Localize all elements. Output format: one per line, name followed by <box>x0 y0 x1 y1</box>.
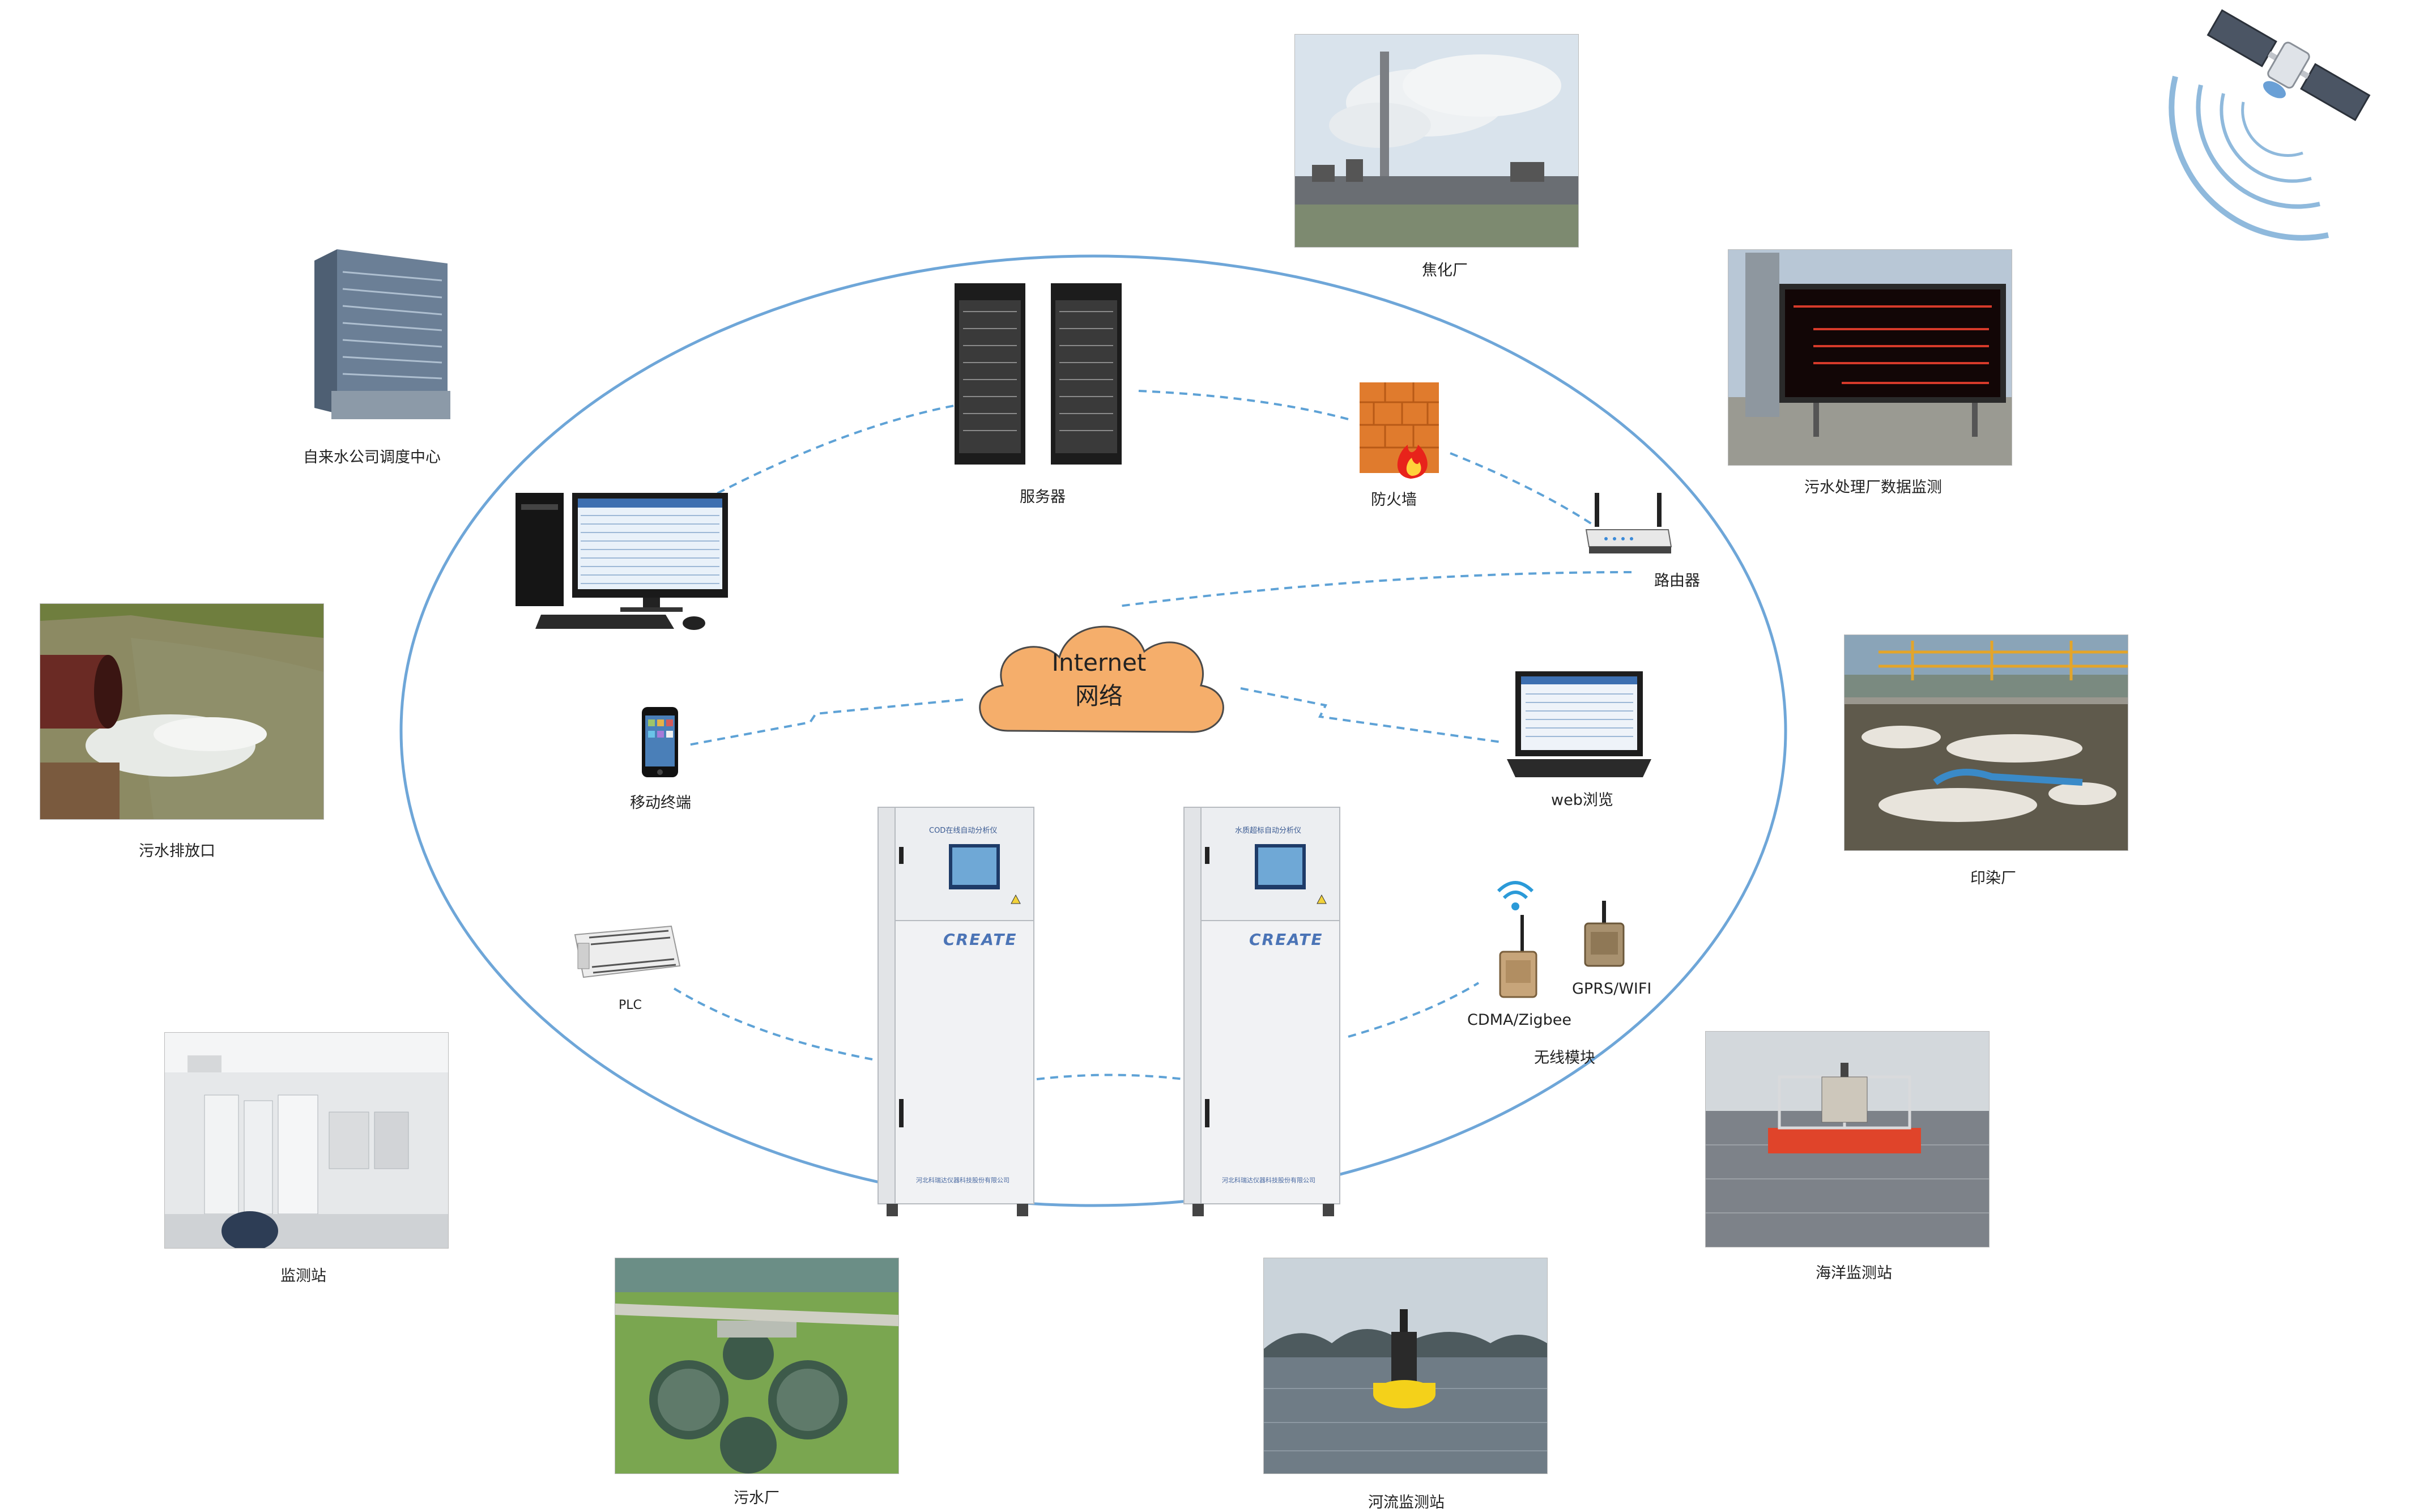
router-icon <box>1583 490 1674 558</box>
label-sewage-data-monitoring: 污水处理厂数据监测 <box>1804 479 1942 496</box>
label-sewage-outfall: 污水排放口 <box>139 842 215 860</box>
cod-analyzer-title: COD在线自动分析仪 <box>929 827 998 835</box>
label-wireless-module: 无线模块 <box>1534 1049 1595 1067</box>
cod-analyzer-cabinet: COD在线自动分析仪 CREATE 河北科瑞达仪器科技股份有限公司 <box>875 804 1037 1218</box>
wifi-signal-icon <box>1493 875 1538 915</box>
laptop-web-icon <box>1504 668 1654 782</box>
ocean-monitoring-station-photo <box>1705 1031 1990 1247</box>
label-dyeing-factory: 印染厂 <box>1970 870 2016 887</box>
cod-analyzer-footer: 河北科瑞达仪器科技股份有限公司 <box>916 1177 1009 1184</box>
label-coking-plant: 焦化厂 <box>1422 262 1468 279</box>
mobile-terminal-icon <box>640 705 680 779</box>
label-mobile-terminal: 移动终端 <box>630 794 691 812</box>
link-analyzer-analyzer <box>1036 1074 1185 1080</box>
plc-icon <box>569 921 683 983</box>
desktop-computer-icon <box>513 487 734 634</box>
link-cloud-laptop <box>1240 687 1502 743</box>
label-ocean-monitoring-station: 海洋监测站 <box>1816 1264 1892 1282</box>
label-firewall: 防火墙 <box>1371 491 1417 509</box>
sewage-plant-aerial-photo <box>615 1258 899 1474</box>
label-router: 路由器 <box>1654 572 1700 590</box>
firewall-icon <box>1357 380 1450 482</box>
dyeing-factory-photo <box>1844 634 2128 851</box>
link-firewall-router <box>1450 452 1593 525</box>
water-quality-analyzer-footer: 河北科瑞达仪器科技股份有限公司 <box>1222 1177 1315 1184</box>
label-gprs-wifi: GPRS/WIFI <box>1572 980 1652 998</box>
cloud-label-network: 网络 <box>1075 682 1123 710</box>
cdma-zigbee-module-icon <box>1496 912 1541 1003</box>
label-plc: PLC <box>619 998 642 1012</box>
sewage-data-board-photo <box>1728 249 2012 466</box>
cloud-icon <box>979 625 1224 733</box>
monitoring-station-photo <box>164 1032 449 1249</box>
label-monitoring-station: 监测站 <box>280 1267 326 1285</box>
network-boundary-ellipse <box>399 254 1787 1207</box>
water-company-building-photo <box>314 238 467 422</box>
river-monitoring-buoy-photo <box>1263 1258 1548 1474</box>
water-quality-analyzer-brand-logo: CREATE <box>1249 930 1323 949</box>
water-quality-analyzer-title: 水质超标自动分析仪 <box>1235 827 1302 835</box>
link-router-cloud <box>1118 571 1632 607</box>
coking-plant-photo <box>1294 34 1579 248</box>
cod-analyzer-brand-logo: CREATE <box>943 930 1017 949</box>
gprs-wifi-module-icon <box>1581 898 1629 972</box>
sewage-outfall-photo <box>40 603 324 820</box>
link-servers-firewall <box>1138 390 1349 420</box>
link-plc-analyzer <box>673 987 873 1060</box>
internet-cloud: Internet 网络 <box>963 606 1235 748</box>
cloud-label-internet: Internet <box>1051 649 1147 676</box>
label-water-company-dispatch: 自来水公司调度中心 <box>303 449 441 466</box>
label-servers: 服务器 <box>1020 488 1066 506</box>
satellite-icon <box>2153 8 2408 246</box>
label-sewage-plant: 污水厂 <box>734 1489 779 1507</box>
link-cloud-mobile <box>688 698 964 746</box>
label-web-browsing: web浏览 <box>1551 791 1613 809</box>
servers-icon <box>949 278 1136 467</box>
label-river-monitoring-station: 河流监测站 <box>1368 1494 1445 1511</box>
label-cdma-zigbee: CDMA/Zigbee <box>1467 1011 1572 1029</box>
water-quality-analyzer-cabinet: 水质超标自动分析仪 CREATE 河北科瑞达仪器科技股份有限公司 <box>1181 804 1343 1218</box>
link-analyzer-wireless <box>1348 982 1480 1038</box>
